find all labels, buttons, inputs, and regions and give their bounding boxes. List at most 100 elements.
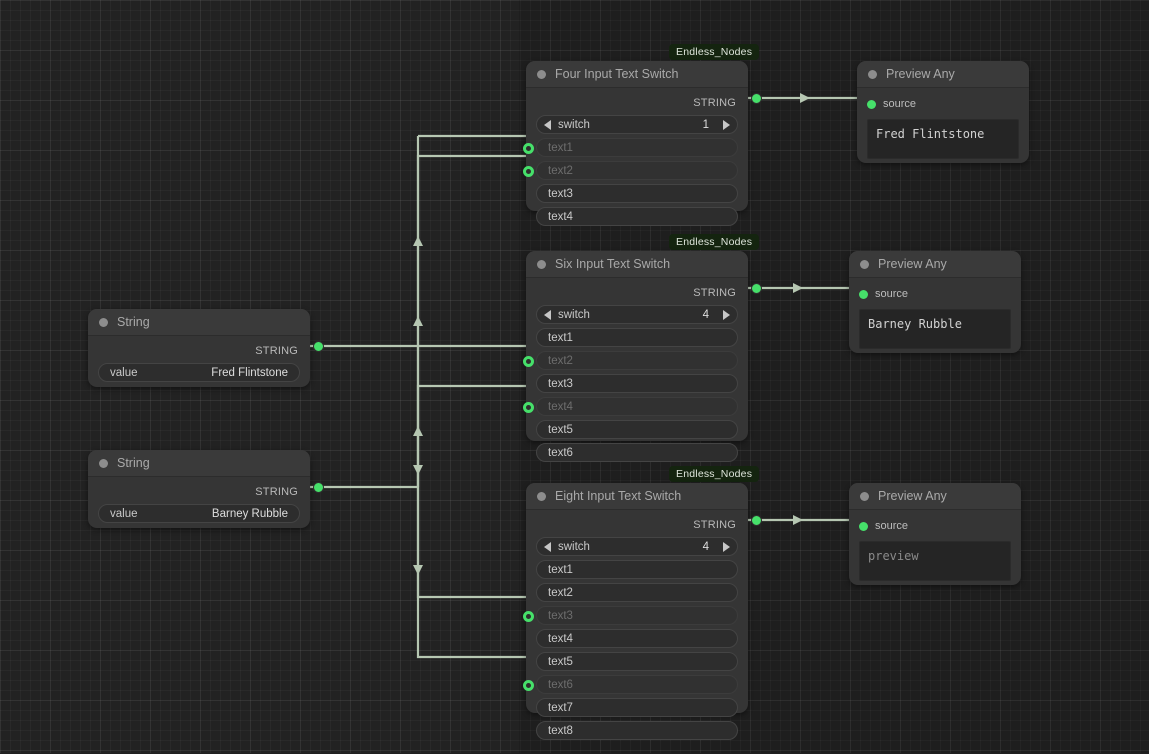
circle-icon[interactable] <box>860 491 869 501</box>
circle-icon[interactable] <box>537 69 546 79</box>
input-text1[interactable]: text1 <box>523 138 738 157</box>
input-text4[interactable]: text4 <box>536 629 738 648</box>
input-label: text2 <box>548 164 573 177</box>
output-slot-string[interactable]: STRING <box>536 515 762 533</box>
input-text5[interactable]: text5 <box>536 420 738 439</box>
node-six-input-text-switch[interactable]: Six Input Text Switch STRING switch 4 te… <box>523 251 762 462</box>
node-titlebar[interactable]: Eight Input Text Switch <box>526 483 748 510</box>
input-text1[interactable]: text1 <box>536 560 738 579</box>
input-slot-label: source <box>875 288 909 300</box>
output-slot-label: STRING <box>255 344 298 357</box>
triangle-right-icon[interactable] <box>723 541 730 552</box>
node-title-label: Four Input Text Switch <box>555 67 679 81</box>
input-text8[interactable]: text8 <box>536 721 738 740</box>
node-titlebar[interactable]: Preview Any <box>849 251 1021 278</box>
wire-fred-to-eight-text3 <box>416 346 534 599</box>
input-slot-source[interactable]: source <box>859 286 1011 302</box>
input-port[interactable] <box>859 289 868 299</box>
node-titlebar[interactable]: Preview Any <box>857 61 1029 88</box>
input-label: text1 <box>548 331 573 344</box>
input-port[interactable] <box>523 680 534 691</box>
output-slot-string[interactable]: STRING <box>536 283 762 301</box>
input-port[interactable] <box>859 521 868 531</box>
widget-value[interactable]: value Fred Flintstone <box>98 363 300 382</box>
preview-textbox[interactable]: Fred Flintstone <box>867 119 1019 159</box>
output-port[interactable] <box>751 515 762 526</box>
input-port[interactable] <box>523 143 534 154</box>
output-port[interactable] <box>751 283 762 294</box>
triangle-right-icon[interactable] <box>723 309 730 320</box>
node-title-label: String <box>117 456 150 470</box>
input-text2[interactable]: text2 <box>523 351 738 370</box>
input-port[interactable] <box>523 166 534 177</box>
input-label: text3 <box>548 609 573 622</box>
input-text3[interactable]: text3 <box>523 606 738 625</box>
triangle-left-icon[interactable] <box>544 119 551 130</box>
input-slot-label: source <box>883 98 917 110</box>
input-label: text2 <box>548 354 573 367</box>
circle-icon[interactable] <box>99 317 108 327</box>
pack-badge: Endless_Nodes <box>669 234 760 250</box>
node-four-input-text-switch[interactable]: Four Input Text Switch STRING switch 1 t… <box>523 61 762 226</box>
preview-textbox[interactable]: Barney Rubble <box>859 309 1011 349</box>
input-text3[interactable]: text3 <box>536 374 738 393</box>
node-titlebar[interactable]: Six Input Text Switch <box>526 251 748 278</box>
input-text6[interactable]: text6 <box>536 443 738 462</box>
widget-switch[interactable]: switch 4 <box>536 537 738 556</box>
node-preview-any-1[interactable]: Preview Any source Fred Flintstone <box>857 61 1029 163</box>
input-text3[interactable]: text3 <box>536 184 738 203</box>
widget-switch[interactable]: switch 1 <box>536 115 738 134</box>
input-text2[interactable]: text2 <box>523 161 738 180</box>
output-port[interactable] <box>313 341 324 352</box>
triangle-right-icon[interactable] <box>723 119 730 130</box>
widget-name: value <box>110 366 138 379</box>
output-slot-string[interactable]: STRING <box>536 93 762 111</box>
node-titlebar[interactable]: Preview Any <box>849 483 1021 510</box>
widget-value[interactable]: value Barney Rubble <box>98 504 300 523</box>
node-body: STRING switch 1 text1 text2 text3 t <box>523 88 762 240</box>
node-preview-any-2[interactable]: Preview Any source Barney Rubble <box>849 251 1021 353</box>
input-text2[interactable]: text2 <box>536 583 738 602</box>
output-slot-string[interactable]: STRING <box>98 341 324 359</box>
input-text6[interactable]: text6 <box>523 675 738 694</box>
circle-icon[interactable] <box>537 259 546 269</box>
input-port[interactable] <box>523 356 534 367</box>
input-label: text4 <box>548 400 573 413</box>
node-titlebar[interactable]: Four Input Text Switch <box>526 61 748 88</box>
input-port[interactable] <box>523 611 534 622</box>
output-slot-string[interactable]: STRING <box>98 482 324 500</box>
input-slot-source[interactable]: source <box>867 96 1019 112</box>
pack-badge: Endless_Nodes <box>669 466 760 482</box>
input-text1[interactable]: text1 <box>536 328 738 347</box>
triangle-left-icon[interactable] <box>544 309 551 320</box>
output-port[interactable] <box>751 93 762 104</box>
circle-icon[interactable] <box>868 69 877 79</box>
input-text4[interactable]: text4 <box>536 207 738 226</box>
circle-icon[interactable] <box>537 491 546 501</box>
input-port[interactable] <box>523 402 534 413</box>
node-body: source Barney Rubble <box>849 278 1021 359</box>
circle-icon[interactable] <box>860 259 869 269</box>
node-title-label: String <box>117 315 150 329</box>
node-preview-any-3[interactable]: Preview Any source preview <box>849 483 1021 585</box>
input-slot-source[interactable]: source <box>859 518 1011 534</box>
node-body: source preview <box>849 510 1021 591</box>
input-text4[interactable]: text4 <box>523 397 738 416</box>
node-titlebar[interactable]: String <box>88 309 310 336</box>
node-body: source Fred Flintstone <box>857 88 1029 169</box>
node-titlebar[interactable]: String <box>88 450 310 477</box>
triangle-left-icon[interactable] <box>544 541 551 552</box>
input-port[interactable] <box>867 99 876 109</box>
circle-icon[interactable] <box>99 458 108 468</box>
input-text5[interactable]: text5 <box>536 652 738 671</box>
widget-switch[interactable]: switch 4 <box>536 305 738 324</box>
input-label: text4 <box>548 210 573 223</box>
node-eight-input-text-switch[interactable]: Eight Input Text Switch STRING switch 4 … <box>523 483 762 740</box>
preview-textbox[interactable]: preview <box>859 541 1011 581</box>
input-label: text7 <box>548 701 573 714</box>
node-string-fred[interactable]: String STRING value Fred Flintstone <box>88 309 324 387</box>
output-port[interactable] <box>313 482 324 493</box>
node-string-barney[interactable]: String STRING value Barney Rubble <box>88 450 324 528</box>
input-text7[interactable]: text7 <box>536 698 738 717</box>
